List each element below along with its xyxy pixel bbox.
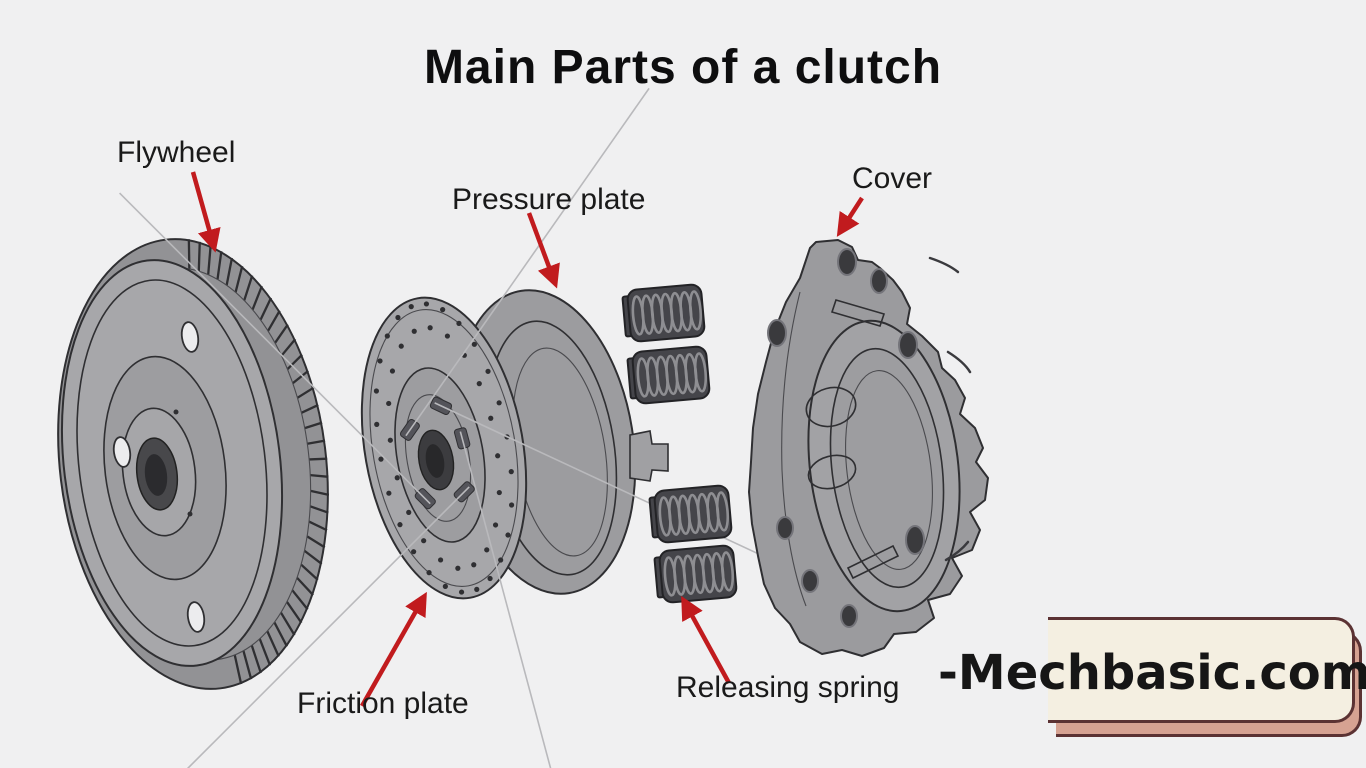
- page-title: Main Parts of a clutch: [423, 41, 943, 94]
- label-pressure-plate: Pressure plate: [452, 183, 646, 216]
- cover-drawing: [748, 239, 989, 657]
- pressure-plate-lug: [629, 430, 669, 482]
- friction-plate-drawing: [119, 87, 848, 768]
- label-friction-plate: Friction plate: [297, 687, 469, 720]
- label-releasing-spring: Releasing spring: [676, 671, 900, 704]
- label-cover: Cover: [852, 162, 933, 195]
- flywheel-drawing: [57, 238, 330, 690]
- release-spring-1: [621, 283, 706, 343]
- friction-plate-spring-windows: [119, 87, 848, 768]
- releasing-spring-arrow: [681, 595, 731, 685]
- pressure-plate-arrow: [526, 212, 560, 289]
- annotation-arrows: [190, 171, 864, 708]
- flywheel-arrow: [190, 171, 221, 253]
- release-springs-drawing: [621, 283, 738, 604]
- release-spring-4: [653, 544, 738, 604]
- friction-plate-arrow: [360, 591, 427, 708]
- label-flywheel: Flywheel: [117, 136, 236, 169]
- release-spring-2: [626, 345, 711, 405]
- cover-arrow: [836, 196, 864, 237]
- release-spring-3: [648, 484, 733, 544]
- watermark-box: [1048, 617, 1355, 723]
- watermark-text: -Mechbasic.com: [938, 645, 1366, 701]
- flywheel-teeth: [187, 239, 330, 685]
